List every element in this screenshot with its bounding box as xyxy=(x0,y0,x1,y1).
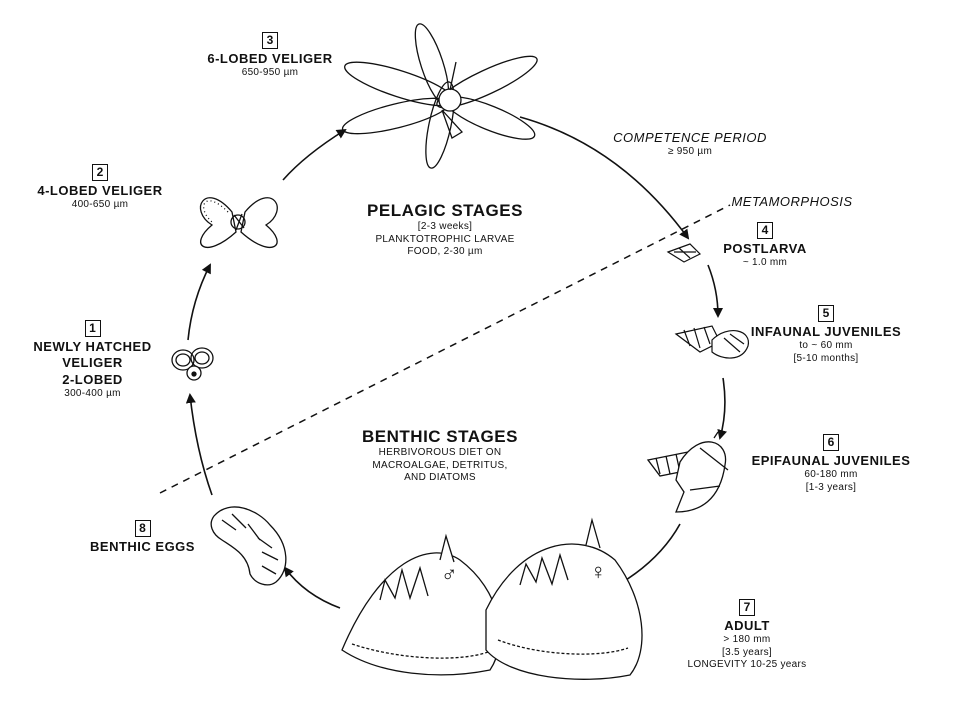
postlarva-drawing xyxy=(666,243,702,263)
arrow-stage3-to-stage4 xyxy=(519,116,690,240)
stage-8-label: 8 BENTHIC EGGS xyxy=(90,520,195,554)
stage-6-label: 6 EPIFAUNAL JUVENILES 60-180 mm [1-3 yea… xyxy=(751,434,911,493)
arrow-adult-to-eggs xyxy=(283,566,341,609)
female-symbol: ♀ xyxy=(590,559,607,584)
competence-period-label: COMPETENCE PERIOD ≥ 950 µm xyxy=(613,130,767,158)
pelagic-stages-label: PELAGIC STAGES [2-3 weeks] PLANKTOTROPHI… xyxy=(367,201,523,258)
stage-7-label: 7 ADULT > 180 mm [3.5 years] LONGEVITY 1… xyxy=(687,599,807,671)
stage-4-label: 4 POSTLARVA ~ 1.0 mm xyxy=(723,222,807,269)
adult-conchs-drawing xyxy=(341,517,643,680)
arrow-stage2-to-stage3 xyxy=(282,128,347,181)
stage-1-label: 1 NEWLY HATCHED VELIGER 2-LOBED 300-400 … xyxy=(33,320,152,399)
metamorphosis-label: METAMORPHOSIS xyxy=(731,194,853,209)
arrow-eggs-to-stage1 xyxy=(185,393,213,496)
arrow-stage1-to-stage2 xyxy=(187,263,211,341)
benthic-egg-mass-drawing xyxy=(210,506,287,586)
four-lobed-veliger-drawing xyxy=(199,197,278,249)
epifaunal-juvenile-drawing xyxy=(646,431,729,513)
two-lobed-veliger-drawing xyxy=(171,347,214,381)
benthic-stages-label: BENTHIC STAGES HERBIVOROUS DIET ON MACRO… xyxy=(362,427,518,484)
arrow-stage5-to-stage6 xyxy=(717,377,728,440)
stage-5-label: 5 INFAUNAL JUVENILES to ~ 60 mm [5-10 mo… xyxy=(750,305,902,364)
male-symbol: ♂ xyxy=(441,561,458,586)
six-lobed-veliger-drawing xyxy=(341,23,538,169)
pelagic-benthic-divider xyxy=(159,204,731,494)
arrow-stage6-to-adult xyxy=(616,523,681,587)
infaunal-juveniles-drawing xyxy=(674,325,749,359)
arrow-stage4-to-stage5 xyxy=(707,264,723,318)
stage-3-label: 3 6-LOBED VELIGER 650-950 µm xyxy=(207,32,333,79)
stage-2-label: 2 4-LOBED VELIGER 400-650 µm xyxy=(37,164,163,211)
